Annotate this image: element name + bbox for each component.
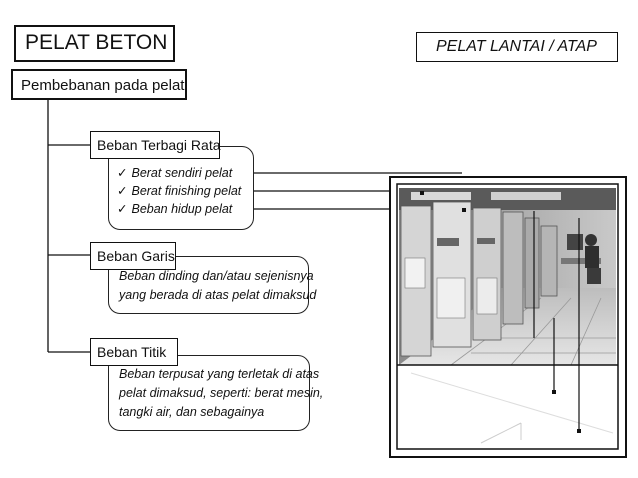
category-label: Beban Titik bbox=[97, 344, 167, 360]
page-title: PELAT BETON bbox=[25, 31, 168, 54]
description-box-titik: Beban terpusat yang terletak di atas pel… bbox=[108, 355, 323, 431]
check-icon: ✓ bbox=[117, 184, 128, 198]
items-box-terbagi-rata: ✓Berat sendiri pelat ✓Berat finishing pe… bbox=[108, 146, 254, 230]
category-label: Beban Garis bbox=[97, 248, 175, 264]
description-line: Beban dinding dan/atau sejenisnya bbox=[119, 269, 314, 283]
check-icon: ✓ bbox=[117, 166, 128, 180]
list-item: ✓Berat finishing pelat bbox=[117, 184, 242, 198]
list-item: ✓Berat sendiri pelat bbox=[117, 166, 233, 180]
category-titik: Beban Titik bbox=[90, 338, 178, 366]
description-line: yang berada di atas pelat dimaksud bbox=[119, 288, 317, 302]
photo-panel bbox=[389, 176, 627, 458]
category-label: Beban Terbagi Rata bbox=[97, 137, 221, 153]
subtitle-box: PELAT LANTAI / ATAP bbox=[416, 32, 618, 62]
server-room-photo bbox=[396, 183, 619, 450]
check-icon: ✓ bbox=[117, 202, 128, 216]
title-box: PELAT BETON bbox=[14, 25, 175, 62]
description-line: tangki air, dan sebagainya bbox=[119, 405, 265, 419]
root-label: Pembebanan pada pelat bbox=[21, 77, 185, 94]
description-line: Beban terpusat yang terletak di atas bbox=[119, 367, 320, 381]
category-terbagi-rata: Beban Terbagi Rata bbox=[90, 131, 221, 159]
item-list: ✓Berat sendiri pelat ✓Berat finishing pe… bbox=[117, 164, 241, 218]
category-garis: Beban Garis bbox=[90, 242, 176, 270]
list-item: ✓Beban hidup pelat bbox=[117, 202, 233, 216]
description-line: pelat dimaksud, seperti: berat mesin, bbox=[119, 386, 324, 400]
root-box: Pembebanan pada pelat bbox=[11, 69, 187, 100]
page-subtitle: PELAT LANTAI / ATAP bbox=[436, 38, 597, 55]
